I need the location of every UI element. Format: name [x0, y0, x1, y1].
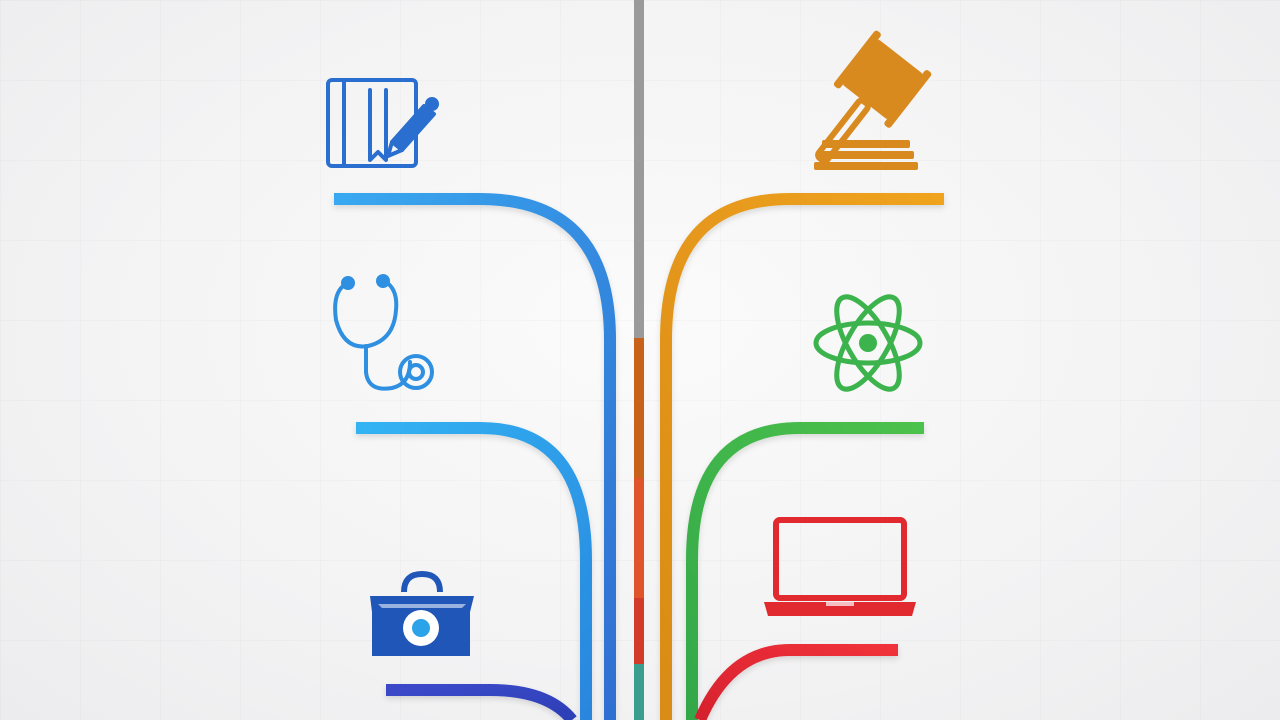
trunk-segment-teal: [634, 664, 644, 720]
branch-science: [686, 422, 924, 720]
nurse-cap-icon: [370, 570, 474, 656]
branch-notebook: [334, 193, 616, 720]
notebook-pen-icon: [326, 78, 439, 168]
stethoscope-icon: [333, 274, 434, 391]
trunk-top-segment: [634, 0, 644, 338]
atom-icon: [813, 294, 923, 392]
trunk-segment-red-orange: [634, 478, 644, 598]
right-branches: [660, 193, 944, 720]
gavel-icon: [814, 30, 932, 170]
branch-stethoscope: [356, 422, 592, 720]
branch-nurse: [386, 684, 577, 720]
central-trunk: [634, 0, 644, 720]
laptop-icon: [764, 517, 916, 616]
branch-law: [660, 193, 944, 720]
left-branches: [334, 193, 616, 720]
trunk-segment-orange: [634, 338, 644, 478]
branch-computer: [694, 644, 898, 720]
trunk-segment-red: [634, 598, 644, 664]
